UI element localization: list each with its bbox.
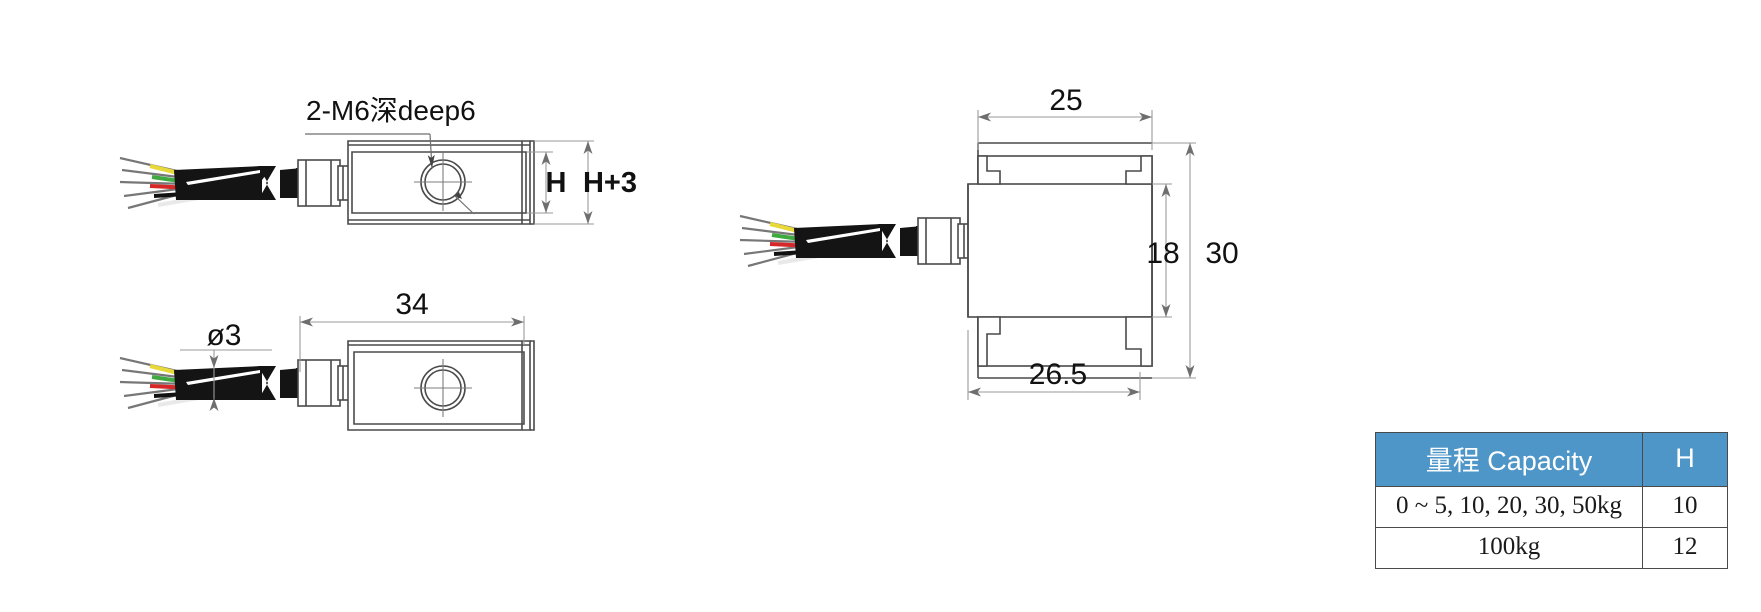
cell-h-1: 10 (1642, 486, 1728, 528)
dimension-26-5 (967, 330, 1141, 400)
mounting-hole-top (414, 153, 472, 211)
cable-gland-top (297, 159, 351, 207)
dim-label-phi3: ø3 (206, 319, 241, 352)
table-row: 0 ~ 5, 10, 20, 30, 50kg 10 (1375, 486, 1728, 528)
dim-label-H: H (546, 167, 567, 199)
cell-h-2: 12 (1642, 527, 1728, 569)
table-row: 100kg 12 (1375, 527, 1728, 569)
cell-capacity-2: 100kg (1375, 527, 1643, 569)
dim-label-34: 34 (395, 288, 428, 321)
body-outline-side (967, 142, 1153, 379)
capacity-table: 量程 Capacity H 0 ~ 5, 10, 20, 30, 50kg 10… (1375, 432, 1728, 569)
dim-label-H-plus-3: H+3 (583, 167, 637, 199)
dimension-H-plus-3 (534, 140, 594, 225)
dim-label-30: 30 (1205, 237, 1238, 270)
table-header-capacity: 量程 Capacity (1375, 432, 1643, 487)
table-header-row: 量程 Capacity H (1375, 432, 1728, 487)
cable-gland-front (297, 359, 351, 407)
cable-gland-side (917, 217, 973, 265)
table-header-h: H (1642, 432, 1728, 487)
callout-label-2-m6: 2-M6深deep6 (306, 95, 476, 126)
view-side (739, 110, 1196, 400)
callout-leader-top (305, 133, 475, 215)
dimension-30 (1152, 142, 1196, 379)
dimension-34 (299, 316, 525, 372)
dimension-18 (1152, 183, 1172, 318)
view-front (119, 316, 535, 431)
dimension-H (527, 151, 553, 214)
dimension-phi3 (180, 349, 272, 411)
cell-capacity-1: 0 ~ 5, 10, 20, 30, 50kg (1375, 486, 1643, 528)
dim-label-18: 18 (1146, 237, 1179, 270)
dim-label-25: 25 (1049, 84, 1082, 117)
view-top (119, 133, 594, 225)
dim-label-26-5: 26.5 (1029, 358, 1087, 391)
mounting-hole-front (414, 359, 472, 417)
